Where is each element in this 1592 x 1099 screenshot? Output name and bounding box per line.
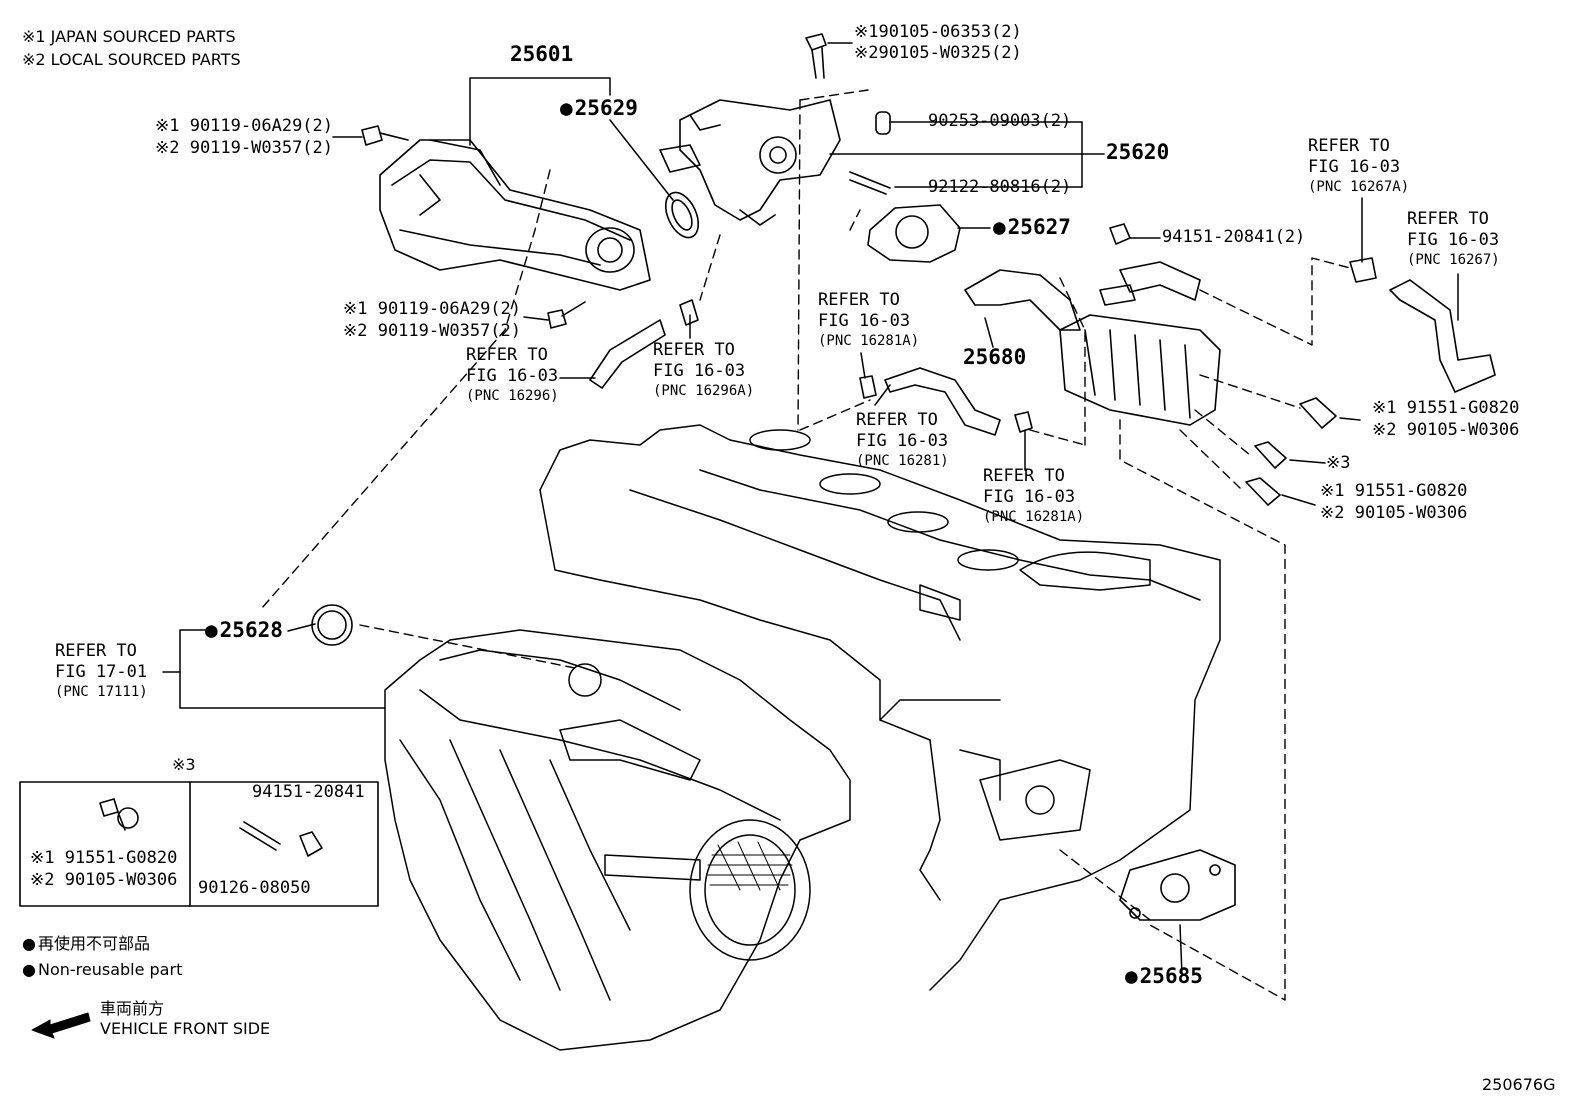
- refer-line-1: REFER TO: [466, 345, 548, 365]
- refer-line-1: REFER TO: [818, 290, 900, 310]
- bolt-91551-b-jp[interactable]: ※1 91551-G0820: [1320, 481, 1468, 501]
- refer-line-2: FIG 16-03: [466, 366, 559, 386]
- bolt-90105-local[interactable]: ※290105-W0325(2): [854, 43, 1022, 63]
- bolt-91551-a-local[interactable]: ※2 90105-W0306: [1372, 420, 1520, 440]
- engine-block: [539, 424, 1221, 991]
- note-nonreusable-jp: 再使用不可部品: [22, 933, 150, 954]
- bolt-91551-a-jp[interactable]: ※1 91551-G0820: [1372, 398, 1520, 418]
- fasteners: [361, 33, 1377, 506]
- intake-manifold: [384, 629, 851, 1051]
- nut-94151[interactable]: 94151-20841(2): [1162, 227, 1306, 247]
- bolt-90119-b-jp[interactable]: ※1 90119-06A29(2): [343, 299, 522, 319]
- refer-line-1: REFER TO: [1308, 136, 1390, 156]
- note3-mark: ※3: [172, 755, 196, 774]
- box-stud-90126[interactable]: 90126-08050: [198, 878, 311, 898]
- bolt-91551-b-local[interactable]: ※2 90105-W0306: [1320, 503, 1468, 523]
- refer-line-3: (PNC 16296A): [653, 383, 755, 399]
- dashed-lines: [261, 89, 1351, 1001]
- refer-line-2: FIG 17-01: [55, 662, 148, 682]
- bolt-90119-b-local[interactable]: ※2 90119-W0357(2): [343, 321, 522, 341]
- refer-16281[interactable]: REFER TO FIG 16-03 (PNC 16281): [856, 410, 949, 470]
- refer-16281a-bottom[interactable]: REFER TO FIG 16-03 (PNC 16281A): [983, 466, 1084, 526]
- bolt-90119-a-local[interactable]: ※2 90119-W0357(2): [155, 138, 334, 158]
- bolt-note3[interactable]: ※3: [1326, 453, 1351, 473]
- part-25628[interactable]: 25628: [205, 620, 283, 641]
- refer-line-2: FIG 16-03: [1308, 157, 1401, 177]
- refer-line-3: (PNC 16281A): [818, 333, 920, 349]
- part-25629[interactable]: 25629: [560, 98, 638, 119]
- stud-92122[interactable]: 92122-80816(2): [928, 177, 1072, 197]
- refer-line-2: FIG 16-03: [983, 487, 1076, 507]
- refer-line-3: (PNC 16281A): [983, 509, 1085, 525]
- refer-line-2: FIG 16-03: [818, 311, 911, 331]
- leader-lines: [162, 42, 1459, 976]
- refer-line-3: (PNC 17111): [55, 684, 148, 700]
- bolt-90105-jp[interactable]: ※190105-06353(2): [854, 22, 1022, 42]
- refer-line-3: (PNC 16267A): [1308, 179, 1410, 195]
- note-front-jp: 車両前方: [100, 999, 165, 1018]
- refer-line-2: FIG 16-03: [1407, 230, 1500, 250]
- refer-line-3: (PNC 16296): [466, 388, 559, 404]
- part-25627[interactable]: 25627: [993, 217, 1071, 238]
- note-front-en: VEHICLE FRONT SIDE: [100, 1019, 271, 1038]
- refer-line-1: REFER TO: [856, 410, 938, 430]
- note3-box: [19, 781, 379, 907]
- gaskets: [311, 204, 1236, 921]
- refer-line-3: (PNC 16281): [856, 453, 949, 469]
- vehicle-front-arrow: [31, 1012, 91, 1039]
- refer-line-3: (PNC 16267): [1407, 252, 1500, 268]
- refer-16267a[interactable]: REFER TO FIG 16-03 (PNC 16267A): [1308, 136, 1409, 196]
- refer-line-1: REFER TO: [653, 340, 735, 360]
- note-nonreusable-en: Non-reusable part: [22, 959, 182, 980]
- refer-line-1: REFER TO: [55, 641, 137, 661]
- egr-pipe-25601: [379, 139, 651, 291]
- hoses: [589, 279, 1496, 436]
- refer-17111[interactable]: REFER TO FIG 17-01 (PNC 17111): [55, 641, 148, 701]
- box-nut-94151[interactable]: 94151-20841: [252, 782, 365, 802]
- legend-japan: ※1 JAPAN SOURCED PARTS: [22, 27, 236, 46]
- part-25620[interactable]: 25620: [1106, 140, 1170, 164]
- refer-16296[interactable]: REFER TO FIG 16-03 (PNC 16296): [466, 345, 559, 405]
- refer-line-2: FIG 16-03: [856, 431, 949, 451]
- part-25601[interactable]: 25601: [510, 42, 574, 66]
- box-bolt-90105-local[interactable]: ※2 90105-W0306: [30, 870, 178, 890]
- pin-90253[interactable]: 90253-09003(2): [928, 111, 1072, 131]
- figure-id: 250676G: [1482, 1075, 1556, 1094]
- refer-16267[interactable]: REFER TO FIG 16-03 (PNC 16267): [1407, 209, 1500, 269]
- legend-local: ※2 LOCAL SOURCED PARTS: [22, 50, 241, 69]
- refer-line-1: REFER TO: [1407, 209, 1489, 229]
- refer-line-1: REFER TO: [983, 466, 1065, 486]
- box-bolt-91551-jp[interactable]: ※1 91551-G0820: [30, 848, 178, 868]
- refer-16281a-top[interactable]: REFER TO FIG 16-03 (PNC 16281A): [818, 290, 919, 350]
- part-25685[interactable]: 25685: [1125, 966, 1203, 987]
- refer-16296a[interactable]: REFER TO FIG 16-03 (PNC 16296A): [653, 340, 754, 400]
- egr-valve-25620: [659, 99, 841, 239]
- bolt-90119-a-jp[interactable]: ※1 90119-06A29(2): [155, 116, 334, 136]
- throttle-mesh: [707, 841, 793, 891]
- part-25680[interactable]: 25680: [963, 345, 1027, 369]
- egr-cooler-25680: [964, 261, 1221, 426]
- refer-line-2: FIG 16-03: [653, 361, 746, 381]
